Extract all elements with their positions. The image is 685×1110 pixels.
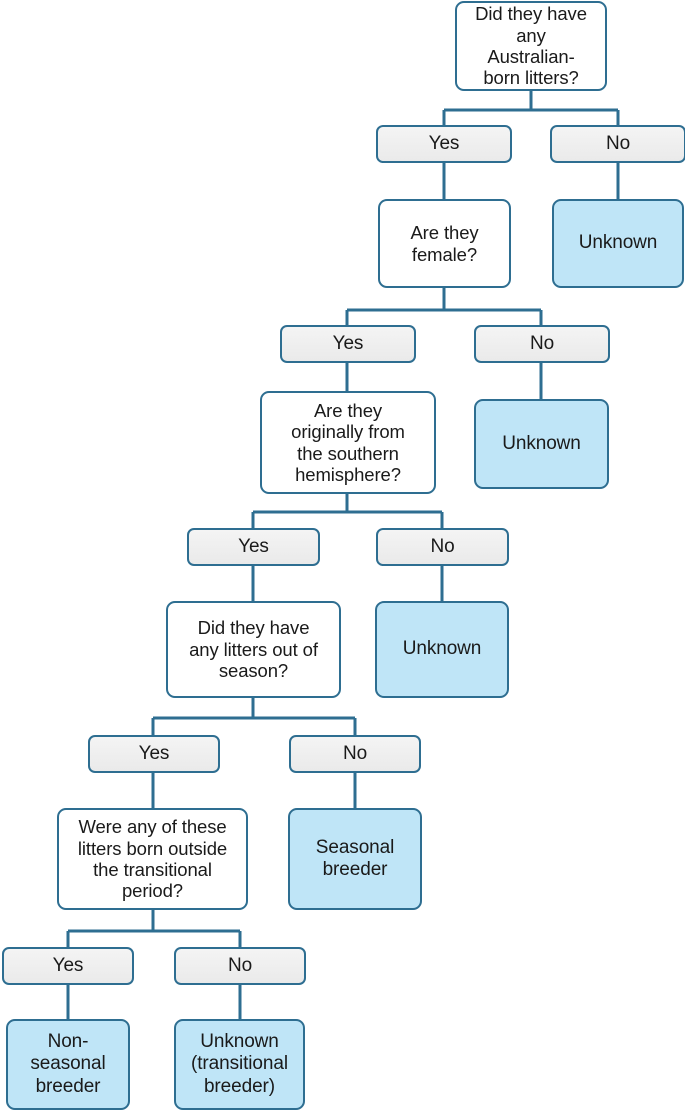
answer-no-southern-hemisphere[interactable]: No — [376, 528, 509, 566]
question-litters-out-of-season[interactable]: Did they have any litters out of season? — [166, 601, 341, 698]
answer-yes-litters-out-of-season[interactable]: Yes — [88, 735, 220, 773]
question-australian-born-litters[interactable]: Did they have any Australian- born litte… — [455, 1, 607, 91]
question-litters-outside-transitional-period[interactable]: Were any of these litters born outside t… — [57, 808, 248, 910]
question-southern-hemisphere[interactable]: Are they originally from the southern he… — [260, 391, 436, 494]
answer-yes-outside-transitional-period[interactable]: Yes — [2, 947, 134, 985]
answer-yes-australian-born-litters[interactable]: Yes — [376, 125, 512, 163]
terminal-unknown-transitional-breeder[interactable]: Unknown (transitional breeder) — [174, 1019, 305, 1110]
answer-no-australian-born-litters[interactable]: No — [550, 125, 685, 163]
answer-no-litters-out-of-season[interactable]: No — [289, 735, 421, 773]
terminal-seasonal-breeder[interactable]: Seasonal breeder — [288, 808, 422, 910]
terminal-non-seasonal-breeder[interactable]: Non- seasonal breeder — [6, 1019, 130, 1110]
terminal-unknown-3[interactable]: Unknown — [375, 601, 509, 698]
answer-yes-southern-hemisphere[interactable]: Yes — [187, 528, 320, 566]
terminal-unknown-1[interactable]: Unknown — [552, 199, 684, 288]
terminal-unknown-2[interactable]: Unknown — [474, 399, 609, 489]
question-are-they-female[interactable]: Are they female? — [378, 199, 511, 288]
answer-no-female[interactable]: No — [474, 325, 610, 363]
answer-yes-female[interactable]: Yes — [280, 325, 416, 363]
answer-no-outside-transitional-period[interactable]: No — [174, 947, 306, 985]
